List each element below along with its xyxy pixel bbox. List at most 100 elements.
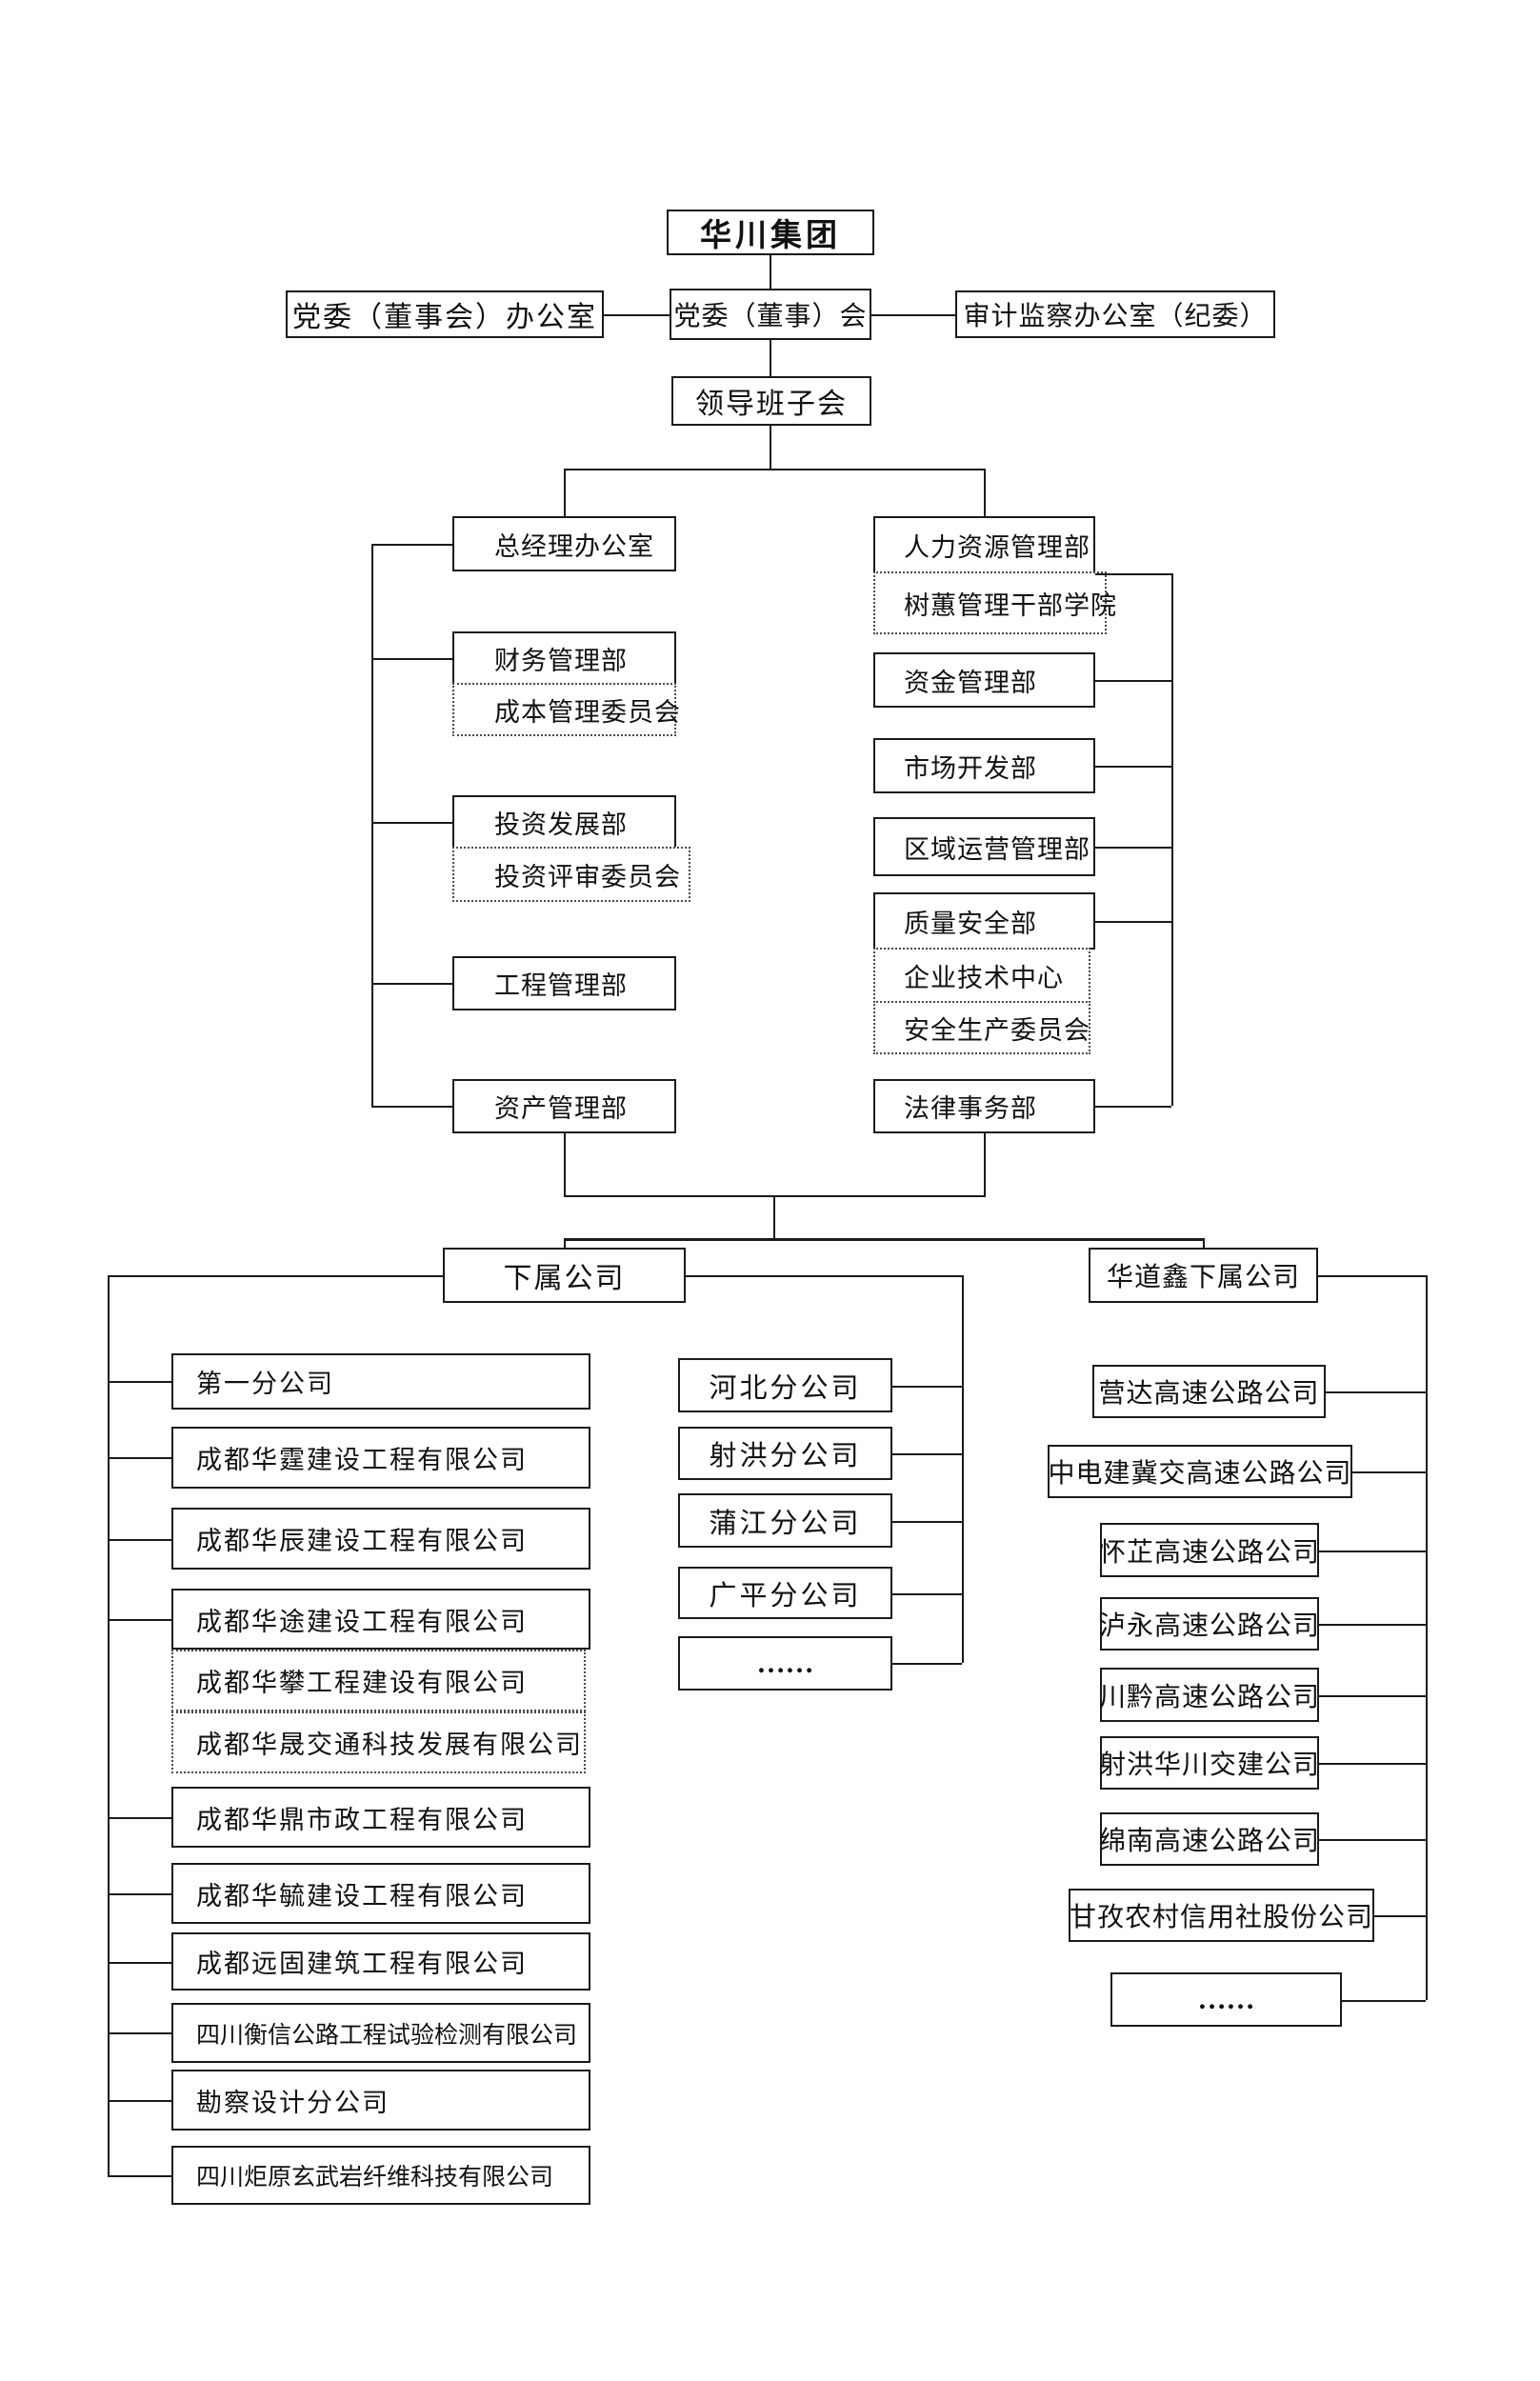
connector-line <box>892 1453 962 1455</box>
connector-line <box>108 1962 171 1964</box>
subsidiary-left-6: 成都华鼎市政工程有限公司 <box>171 1787 590 1848</box>
connector-line <box>1342 2000 1426 2002</box>
org-node-engineering-dept: 工程管理部 <box>452 956 676 1010</box>
connector-line <box>371 983 452 985</box>
connector-line <box>1374 1915 1426 1917</box>
connector-line <box>564 1238 566 1248</box>
subsidiary-left-10: 勘察设计分公司 <box>171 2070 590 2131</box>
connector-line <box>108 1539 171 1541</box>
org-node-huadaoxin-header: 华道鑫下属公司 <box>1089 1248 1318 1303</box>
connector-line <box>1095 680 1171 682</box>
org-node-shuhui-academy: 树蕙管理干部学院 <box>873 571 1116 634</box>
org-node-leadership-meeting: 领导班子会 <box>671 376 871 426</box>
org-node-hr-dept: 人力资源管理部 <box>873 516 1095 573</box>
org-node-party-committee: 党委（董事）会 <box>670 289 871 340</box>
org-node-finance-dept: 财务管理部 <box>452 631 676 685</box>
connector-line <box>871 314 955 316</box>
subsidiary-left-7: 成都华毓建设工程有限公司 <box>171 1863 590 1924</box>
connector-line <box>892 1521 962 1523</box>
connector-line <box>984 1133 986 1195</box>
connector-line <box>108 1381 171 1383</box>
subsidiary-right-4: 川黔高速公路公司 <box>1099 1668 1319 1722</box>
subsidiary-middle-2: 蒲江分公司 <box>678 1493 892 1548</box>
connector-line <box>604 314 670 316</box>
subsidiary-middle-3: 广平分公司 <box>678 1567 892 1619</box>
connector-line <box>984 469 986 516</box>
org-node-legal-dept: 法律事务部 <box>873 1079 1095 1133</box>
connector-line <box>1326 1391 1426 1393</box>
connector-line <box>108 2032 171 2034</box>
connector-line <box>1171 573 1173 1106</box>
connector-line <box>108 1275 110 2175</box>
subsidiary-left-1: 成都华霆建设工程有限公司 <box>171 1427 590 1489</box>
connector-line <box>564 1238 1205 1241</box>
org-node-subsidiaries-header: 下属公司 <box>443 1248 686 1303</box>
subsidiary-left-0: 第一分公司 <box>171 1353 590 1410</box>
org-node-investment-review-committee: 投资评审委员会 <box>452 847 690 902</box>
connector-line <box>773 1195 775 1238</box>
org-node-regional-ops-dept: 区域运营管理部 <box>873 817 1095 876</box>
connector-line <box>1319 1763 1426 1765</box>
org-node-quality-safety-dept: 质量安全部 <box>873 892 1095 950</box>
subsidiary-right-1: 中电建冀交高速公路公司 <box>1048 1445 1352 1498</box>
subsidiary-left-9: 四川衡信公路工程试验检测有限公司 <box>171 2003 590 2063</box>
connector-line <box>1095 921 1171 923</box>
org-node-cost-committee: 成本管理委员会 <box>452 683 680 736</box>
org-node-safety-production-committee: 安全生产委员会 <box>873 1001 1090 1054</box>
connector-line <box>371 1106 452 1108</box>
connector-line <box>1319 1695 1426 1697</box>
connector-line <box>1426 1275 1428 2000</box>
subsidiary-left-3: 成都华途建设工程有限公司 <box>171 1589 590 1650</box>
connector-line <box>564 469 984 470</box>
connector-line <box>770 426 771 469</box>
connector-line <box>962 1275 964 1663</box>
subsidiary-middle-4: …… <box>678 1636 892 1691</box>
connector-line <box>371 544 452 546</box>
subsidiary-left-4: 成都华攀工程建设有限公司 <box>171 1650 586 1711</box>
subsidiary-right-5: 射洪华川交建公司 <box>1099 1736 1319 1790</box>
subsidiary-right-2: 怀芷高速公路公司 <box>1099 1523 1319 1577</box>
org-node-investment-dept: 投资发展部 <box>452 795 676 849</box>
subsidiary-left-8: 成都远固建筑工程有限公司 <box>171 1932 590 1991</box>
connector-line <box>564 469 566 516</box>
connector-line <box>1319 1624 1426 1626</box>
org-node-gm-office: 总经理办公室 <box>452 516 676 571</box>
connector-line <box>892 1663 962 1665</box>
connector-line <box>770 255 771 289</box>
connector-line <box>564 1133 566 1195</box>
connector-line <box>1095 766 1171 768</box>
subsidiary-right-3: 泸永高速公路公司 <box>1099 1597 1319 1651</box>
connector-line <box>108 2100 171 2102</box>
connector-line <box>686 1275 962 1277</box>
org-node-market-dev-dept: 市场开发部 <box>873 738 1095 793</box>
connector-line <box>1203 1238 1205 1248</box>
connector-line <box>1318 1275 1426 1277</box>
connector-line <box>1095 573 1171 575</box>
subsidiary-left-2: 成都华辰建设工程有限公司 <box>171 1508 590 1570</box>
org-node-enterprise-tech-center: 企业技术中心 <box>873 948 1090 1003</box>
subsidiary-left-5: 成都华晟交通科技发展有限公司 <box>171 1711 586 1773</box>
connector-line <box>1352 1471 1426 1473</box>
connector-line <box>108 1817 171 1819</box>
subsidiary-middle-1: 射洪分公司 <box>678 1427 892 1480</box>
connector-line <box>108 1457 171 1459</box>
connector-line <box>892 1593 962 1595</box>
org-node-capital-dept: 资金管理部 <box>873 652 1095 708</box>
connector-line <box>108 1893 171 1895</box>
org-node-asset-dept: 资产管理部 <box>452 1079 676 1133</box>
connector-line <box>1095 1106 1171 1108</box>
connector-line <box>1319 1839 1426 1841</box>
subsidiary-left-11: 四川炬原玄武岩纤维科技有限公司 <box>171 2146 590 2205</box>
connector-line <box>1095 847 1171 849</box>
connector-line <box>770 340 771 376</box>
connector-line <box>371 822 452 824</box>
org-node-group: 华川集团 <box>667 210 874 255</box>
subsidiary-right-0: 营达高速公路公司 <box>1092 1365 1326 1418</box>
connector-line <box>892 1386 962 1388</box>
subsidiary-right-7: 甘孜农村信用社股份公司 <box>1069 1889 1374 1942</box>
connector-line <box>108 1275 443 1277</box>
connector-line <box>108 2175 171 2177</box>
connector-line <box>108 1619 171 1621</box>
subsidiary-right-6: 绵南高速公路公司 <box>1099 1812 1319 1866</box>
